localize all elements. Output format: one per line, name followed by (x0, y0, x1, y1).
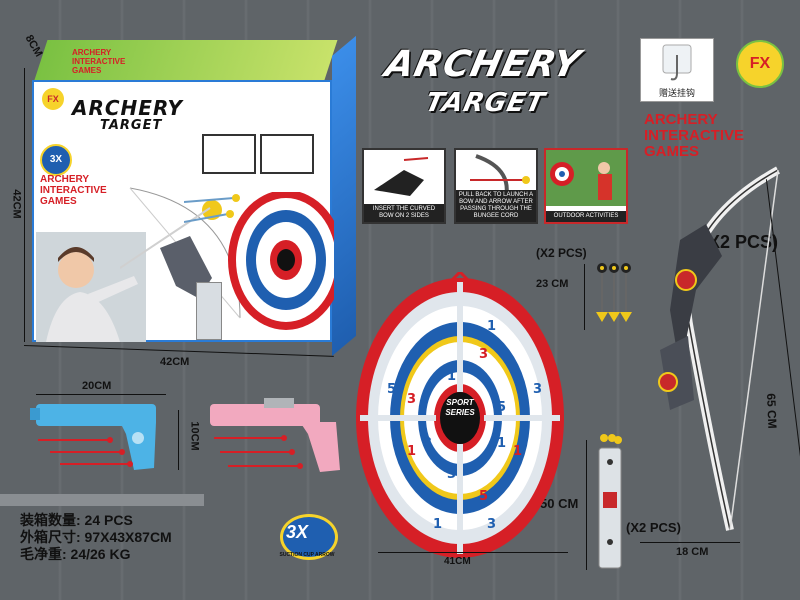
packing-info: 装箱数量: 24 PCS 外箱尺寸: 97X43X87CM 毛净重: 24/26… (20, 512, 172, 563)
target-score-number: 3 (423, 436, 433, 451)
target-center-label: SPORT SERIES (440, 398, 480, 418)
gross-net-weight: 毛净重: 24/26 KG (20, 546, 131, 562)
panel-caption-3: OUTDOOR ACTIVITIES (546, 211, 626, 222)
target-score-number: 1 (513, 444, 523, 459)
target-score-number: 1 (497, 436, 507, 451)
box-height-label: 42CM (10, 189, 23, 219)
bow-insert-image (374, 157, 429, 196)
bow-length-label: 65 CM (764, 393, 780, 429)
bow-width-line (640, 542, 740, 543)
target-score-number: 3 (407, 392, 417, 407)
instruction-panel-pull-back: PULL BACK TO LAUNCH A BOW AND ARROW AFTE… (454, 148, 538, 224)
info-divider-bar (0, 494, 204, 506)
box-subtitle: ARCHERY INTERACTIVE GAMES (40, 174, 107, 207)
suction-cup-badge: 3X SUCTION CUP ARROW (272, 512, 342, 564)
target-score-number: 3 (533, 382, 543, 397)
carton-size: 外箱尺寸: 97X43X87CM (20, 529, 172, 545)
packing-quantity: 装箱数量: 24 PCS (20, 512, 133, 528)
bow-image (658, 166, 780, 531)
child-with-bow-photo (36, 232, 146, 342)
badge-main-text: 3X (286, 522, 309, 542)
panel-caption-2: PULL BACK TO LAUNCH A BOW AND ARROW AFTE… (456, 190, 536, 222)
subtitle-line2: INTERACTIVE (644, 127, 745, 144)
gun-width-label: 20CM (82, 380, 112, 392)
quiver-length-label: 50 CM (540, 496, 579, 511)
subtitle-line1: ARCHERY (644, 111, 718, 128)
box-title-line1: ARCHERY (72, 96, 184, 120)
target-score-number: 5 (387, 382, 397, 397)
box-subtitle-line3: GAMES (40, 196, 77, 207)
instruction-panel-outdoor: OUTDOOR ACTIVITIES (544, 148, 628, 224)
target-score-number: 1 (447, 369, 457, 384)
target-score-number: 5 (479, 489, 489, 504)
pink-dart-pistol (210, 398, 340, 472)
box-top-subtitle-line1: ARCHERY (72, 48, 112, 57)
arrows-qty-label: (X2 PCS) (536, 246, 587, 260)
quiver-image (598, 434, 622, 569)
box-instruction-panel-1 (202, 134, 256, 174)
box-flying-arrows (184, 194, 240, 223)
box-top-subtitle-line2: INTERACTIVE (72, 57, 126, 66)
box-subtitle-line2: INTERACTIVE (40, 185, 107, 196)
brand-logo: FX (736, 40, 784, 88)
product-box: FX ARCHERY TARGET 3X ARCHERY INTERACTIVE… (32, 35, 356, 357)
gift-hook-label: 赠送挂钩 (658, 88, 695, 98)
target-width-label: 41CM (444, 556, 471, 567)
target-width-line (378, 552, 568, 553)
bow-width-label: 18 CM (676, 546, 709, 558)
arrows-length-label: 23 CM (536, 278, 569, 290)
box-suction-badge: 3X (40, 144, 72, 176)
bow-qty-label: (X2 PCS) (702, 232, 779, 252)
target-score-number: 3 (479, 347, 489, 362)
target-score-number: 1 (487, 319, 497, 334)
gun-width-line (36, 394, 166, 395)
arrows-length-line (584, 264, 585, 330)
target-score-number: 1 (407, 444, 417, 459)
headline-line2: TARGET (422, 88, 548, 118)
target-score-number: 3 (487, 517, 497, 532)
target-score-number: 3 (447, 467, 457, 482)
outdoor-photo (546, 150, 626, 206)
hook-icon (662, 44, 692, 81)
gun-height-line (178, 410, 179, 470)
box-target-image (228, 192, 334, 330)
headline-line1: ARCHERY (381, 44, 585, 85)
subtitle-line3: GAMES (644, 143, 700, 160)
box-top-subtitle: ARCHERY INTERACTIVE GAMES (72, 48, 125, 75)
panel-caption-1: INSERT THE CURVED BOW ON 2 SIDES (364, 204, 444, 222)
suction-arrows-image (596, 263, 632, 322)
box-title-line2: TARGET (100, 118, 163, 133)
dartboard-target (356, 272, 564, 558)
gun-height-label: 10CM (188, 421, 201, 451)
box-side-panel (332, 35, 356, 357)
target-center-line1: SPORT (446, 398, 474, 407)
headline-logo: ARCHERY TARGET (376, 44, 606, 134)
box-quiver-image (196, 282, 222, 340)
box-front-panel: FX ARCHERY TARGET 3X ARCHERY INTERACTIVE… (32, 80, 334, 342)
box-instruction-panel-2 (260, 134, 314, 174)
instruction-panel-insert-bow: INSERT THE CURVED BOW ON 2 SIDES (362, 148, 446, 224)
gift-hook-card: 赠送挂钩 (640, 38, 714, 102)
blue-dart-pistol (30, 404, 156, 470)
quiver-length-line (586, 440, 587, 570)
box-top-subtitle-line3: GAMES (72, 66, 102, 75)
box-subtitle-line1: ARCHERY (40, 174, 90, 185)
target-score-number: 1 (433, 517, 443, 532)
box-width-label: 42CM (160, 356, 190, 368)
interactive-games-title: ARCHERY INTERACTIVE GAMES (644, 112, 744, 160)
badge-ring-text: SUCTION CUP ARROW (279, 552, 335, 558)
box-logo: FX (42, 88, 64, 110)
target-center-line2: SERIES (445, 408, 475, 417)
quiver-qty-label: (X2 PCS) (626, 520, 681, 535)
box-height-line (24, 68, 25, 342)
target-score-number: 5 (497, 400, 507, 415)
